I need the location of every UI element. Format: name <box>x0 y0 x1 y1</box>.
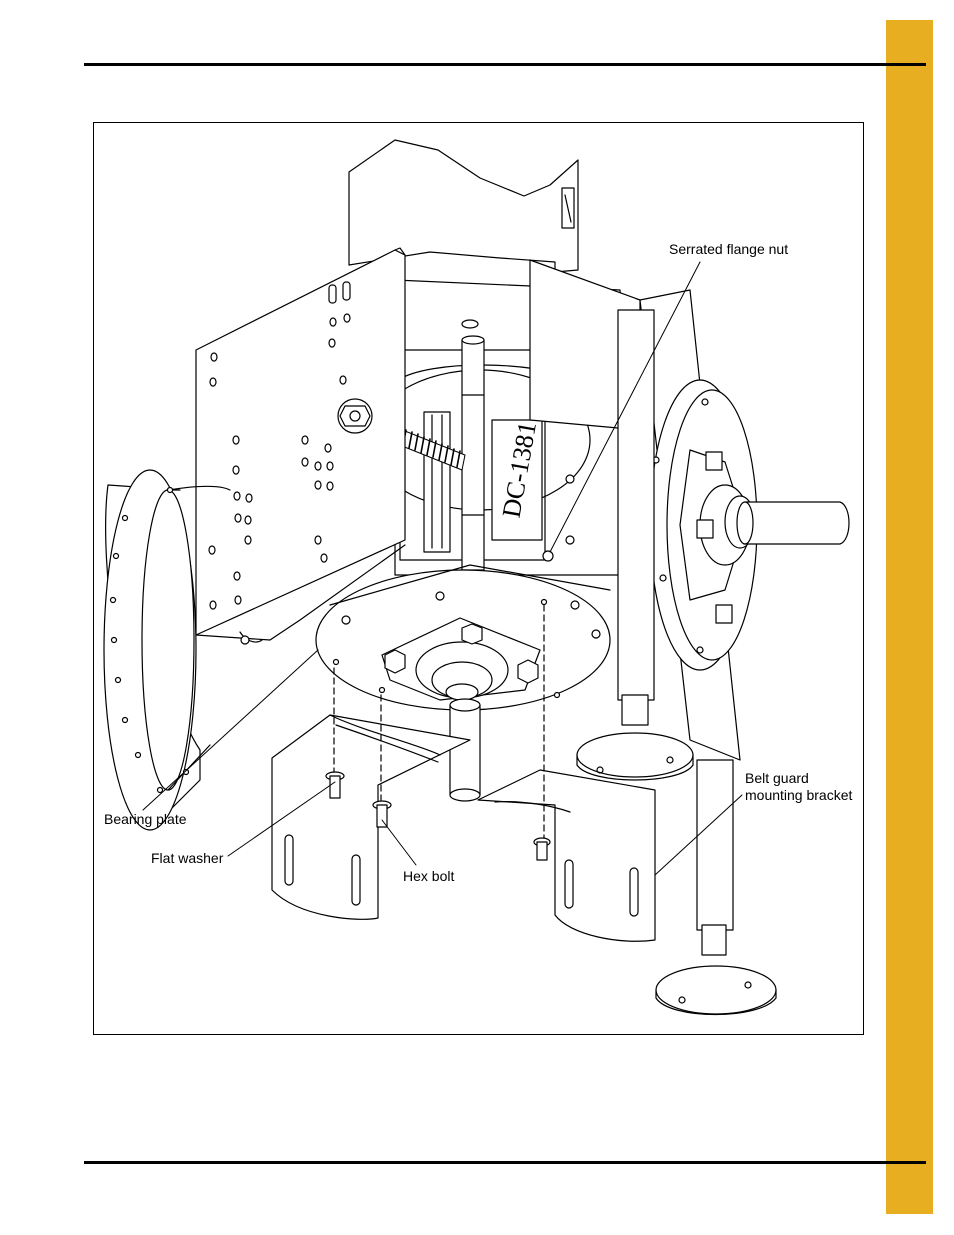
assembly-dash-lines <box>333 604 545 839</box>
footer-rule <box>84 1161 926 1164</box>
lower-shaft <box>449 698 481 802</box>
center-shaft <box>461 319 485 571</box>
far-right-leg <box>655 759 777 1016</box>
fasteners <box>325 474 575 861</box>
label-flat-washer: Flat washer <box>151 850 224 866</box>
label-bearing-plate: Bearing plate <box>104 811 187 827</box>
label-hex-bolt: Hex bolt <box>403 868 455 884</box>
right-angle-bracket <box>477 769 656 942</box>
left-mounting-plate <box>195 247 406 645</box>
label-belt-guard: Belt guard <box>745 770 809 786</box>
inlet-flange <box>103 469 231 831</box>
upper-housing <box>348 139 579 273</box>
header-rule <box>84 63 926 66</box>
bearing-plate <box>315 564 611 711</box>
label-mounting-bracket: mounting bracket <box>745 787 853 803</box>
right-leg <box>576 309 694 781</box>
label-serrated-flange-nut: Serrated flange nut <box>669 241 789 257</box>
left-angle-bracket <box>271 714 471 920</box>
section-side-tab <box>886 20 933 1214</box>
leader-lines <box>142 261 743 876</box>
figure-frame <box>93 122 864 1035</box>
